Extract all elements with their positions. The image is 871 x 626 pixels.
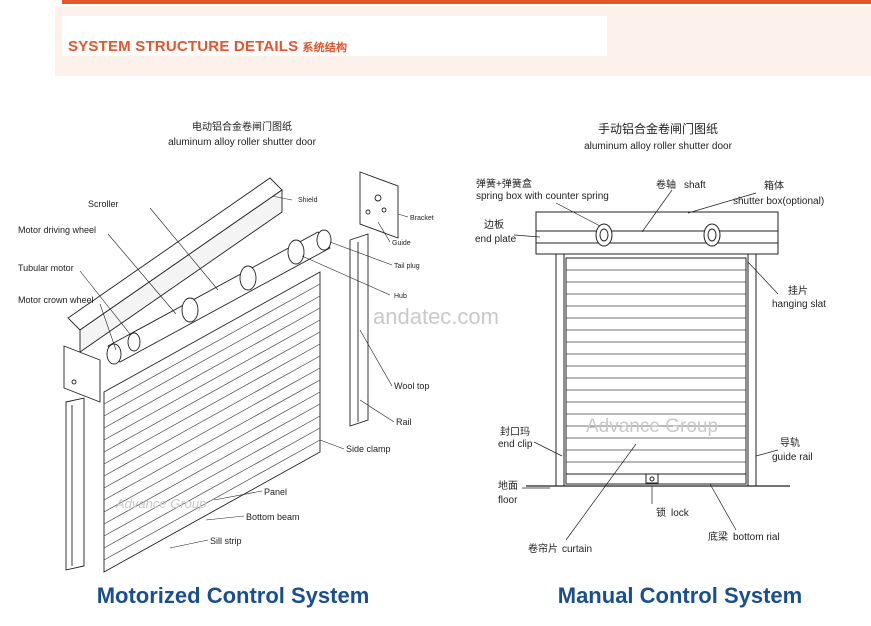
label-shutter-box-zh: 箱体 [764, 179, 784, 192]
motorized-text: 电动铝合金卷闸门图纸 aluminum alloy roller shutter… [18, 120, 434, 608]
label-end-clip-zh: 封口玛 [500, 425, 530, 438]
label-hanging-slat-zh: 挂片 [788, 284, 808, 297]
watermark-brand-left: Advance Group [115, 496, 206, 511]
spring-coil-left [595, 223, 613, 247]
label-tubular-motor: Tubular motor [18, 263, 74, 273]
header-title-box [62, 16, 607, 56]
label-motor-driving-wheel: Motor driving wheel [18, 225, 96, 235]
label-shield: Shield [298, 197, 318, 204]
left-guide-rail-manual [555, 253, 565, 487]
shutter-box [535, 211, 779, 255]
label-lock-zh: 锁 [656, 506, 666, 519]
top-accent-rule [62, 0, 871, 4]
label-lock-en: lock [671, 508, 690, 519]
label-wool-top: Wool top [394, 381, 429, 391]
label-panel: Panel [264, 487, 287, 497]
manual-caption: Manual Control System [558, 583, 802, 608]
page-title-en: SYSTEM STRUCTURE DETAILS [68, 38, 299, 55]
label-end-plate-zh: 边板 [484, 218, 504, 231]
motorized-title-en: aluminum alloy roller shutter door [168, 137, 317, 148]
label-hanging-slat-en: hanging slat [772, 299, 826, 310]
watermark-site: andatec.com [373, 304, 499, 329]
label-guide: Guide [392, 240, 411, 247]
watermark-brand-right: Advance Group [586, 416, 718, 437]
label-bracket: Bracket [410, 215, 434, 222]
label-bottom-rail-en: bottom rial [733, 532, 780, 543]
label-end-plate-en: end plate [475, 234, 517, 245]
label-side-clamp: Side clamp [346, 444, 391, 454]
manual-text: 手动铝合金卷闸门图纸 aluminum alloy roller shutter… [475, 121, 826, 608]
manual-leaders [513, 189, 779, 541]
left-guide-rail [65, 397, 85, 571]
label-shutter-box-en: shutter box(optional) [733, 196, 824, 207]
label-curtain-en: curtain [562, 544, 592, 555]
label-shaft-en: shaft [684, 180, 706, 191]
label-bottom-beam: Bottom beam [246, 512, 300, 522]
label-bottom-rail-zh: 底梁 [708, 530, 728, 543]
page-title-zh: 系统结构 [302, 42, 348, 54]
manual-diagram [513, 189, 790, 541]
label-spring-box-en: spring box with counter spring [476, 191, 609, 202]
motorized-caption: Motorized Control System [97, 583, 370, 608]
spring-coil-right [703, 223, 721, 247]
motorized-leaders [79, 195, 409, 549]
curtain-slats-manual [566, 269, 746, 463]
right-guide-rail-manual [747, 253, 757, 487]
label-curtain-zh: 卷帘片 [528, 542, 558, 555]
right-bracket [359, 171, 399, 239]
manual-title-en: aluminum alloy roller shutter door [584, 141, 733, 152]
label-floor-zh: 地面 [498, 479, 518, 492]
label-guide-rail-zh: 导轨 [780, 436, 800, 449]
label-end-clip-en: end clip [498, 439, 533, 450]
label-shaft-zh: 卷轴 [656, 178, 676, 191]
label-hub: Hub [394, 293, 407, 300]
right-guide-rail [349, 233, 369, 427]
motorized-title-zh: 电动铝合金卷闸门图纸 [192, 120, 292, 133]
label-spring-box-zh: 弹簧+弹簧盒 [476, 177, 532, 190]
label-motor-crown-wheel: Motor crown wheel [18, 295, 94, 305]
label-floor-en: floor [498, 495, 518, 506]
left-bracket-plate [63, 345, 101, 403]
lock-icon [645, 473, 659, 484]
curtain-slats [103, 283, 321, 561]
label-guide-rail-en: guide rail [772, 452, 813, 463]
label-rail: Rail [396, 417, 412, 427]
label-tail-plug: Tail plug [394, 263, 420, 270]
label-sill-strip: Sill strip [210, 536, 242, 546]
manual-title-zh: 手动铝合金卷闸门图纸 [598, 121, 718, 136]
label-scroller: Scroller [88, 199, 119, 209]
motorized-diagram [63, 171, 409, 573]
